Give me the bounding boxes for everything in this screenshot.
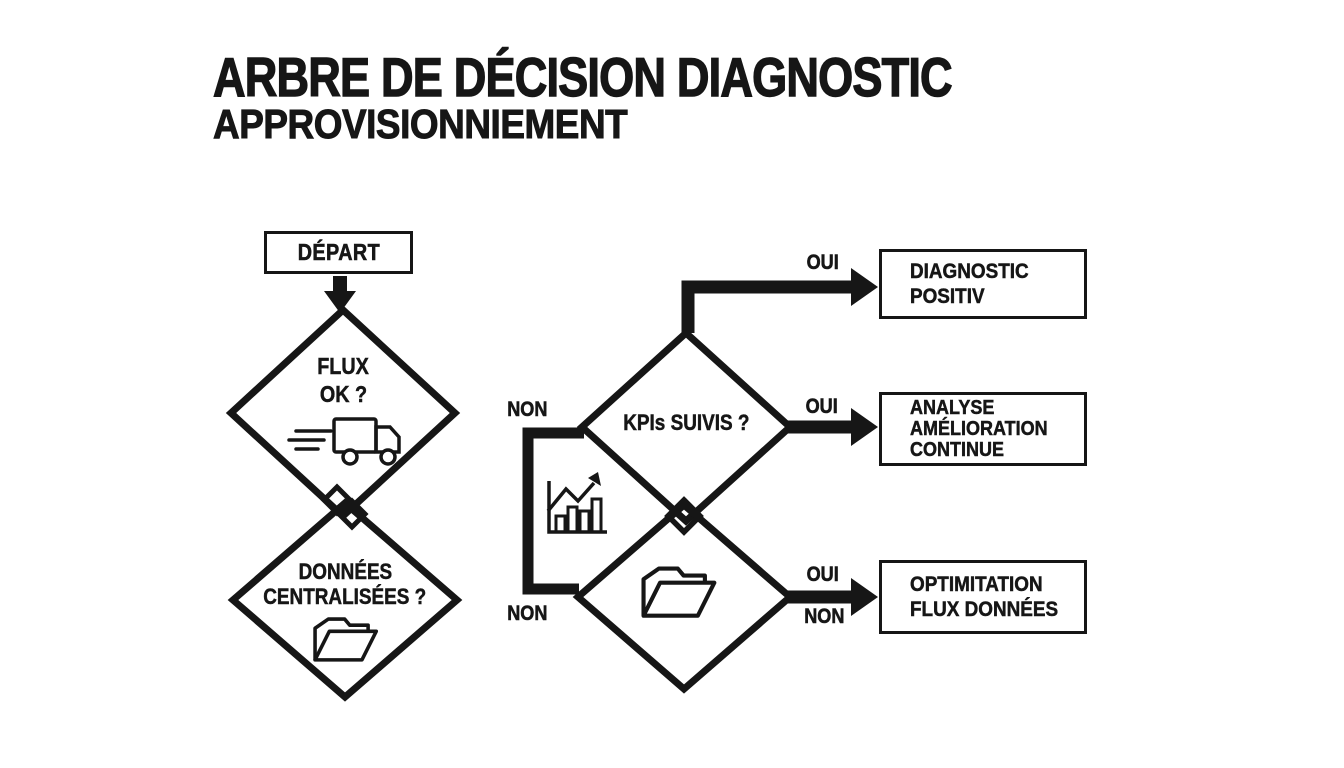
kpis-diamond-label: KPIs SUIVIS ? [622, 410, 750, 435]
edge-label-oui-diagnostic: OUI [806, 251, 840, 274]
arrowhead-icon [851, 578, 878, 616]
start-node: DÉPART [264, 231, 413, 274]
page-title: ARBRE DE DÉCISION DIAGNOSTIC [212, 46, 953, 108]
arrowhead-icon [851, 408, 878, 446]
donnees-diamond-label-line2: CENTRALISÉES ? [263, 584, 427, 609]
folder-icon [313, 617, 379, 662]
flux-diamond-label-line2: OK ? [319, 381, 367, 407]
donnees-diamond-label-line1: DONNÉES [298, 559, 392, 584]
diamond-connector [335, 497, 369, 531]
edge-label-non-optimisation: NON [803, 605, 845, 628]
donnees-diamond [227, 498, 463, 702]
bar-chart-icon [546, 472, 607, 534]
outcome-optimisation-flux: OPTIMITATION FLUX DONNÉES [879, 560, 1087, 634]
kpis-diamond [576, 328, 796, 526]
outcome-diagnostic-positif: DIAGNOSTIC POSITIV [879, 249, 1087, 319]
edge-label-oui-analyse: OUI [805, 395, 839, 418]
flux-diamond-label-line1: FLUX [317, 353, 369, 379]
diamond-connector [664, 496, 704, 536]
start-node-label: DÉPART [297, 239, 380, 266]
flux-diamond [225, 305, 461, 521]
folder-icon [644, 569, 715, 616]
truck-icon [287, 417, 401, 466]
edge-label-oui-optimisation: OUI [806, 563, 840, 586]
dataflow-diamond [572, 500, 796, 694]
edge-label-non-kpis-top: NON [506, 398, 548, 421]
arrowhead-icon [851, 268, 878, 306]
down-arrow-icon [324, 276, 356, 313]
outcome-analyse-continue: ANALYSE AMÉLIORATION CONTINUE [879, 392, 1087, 466]
edge-label-non-kpis-bottom: NON [506, 602, 548, 625]
oui-edge-diagnostic [681, 280, 851, 333]
page-subtitle: APPROVISIONNIEMENT [213, 101, 629, 147]
non-branch-line [522, 427, 584, 595]
